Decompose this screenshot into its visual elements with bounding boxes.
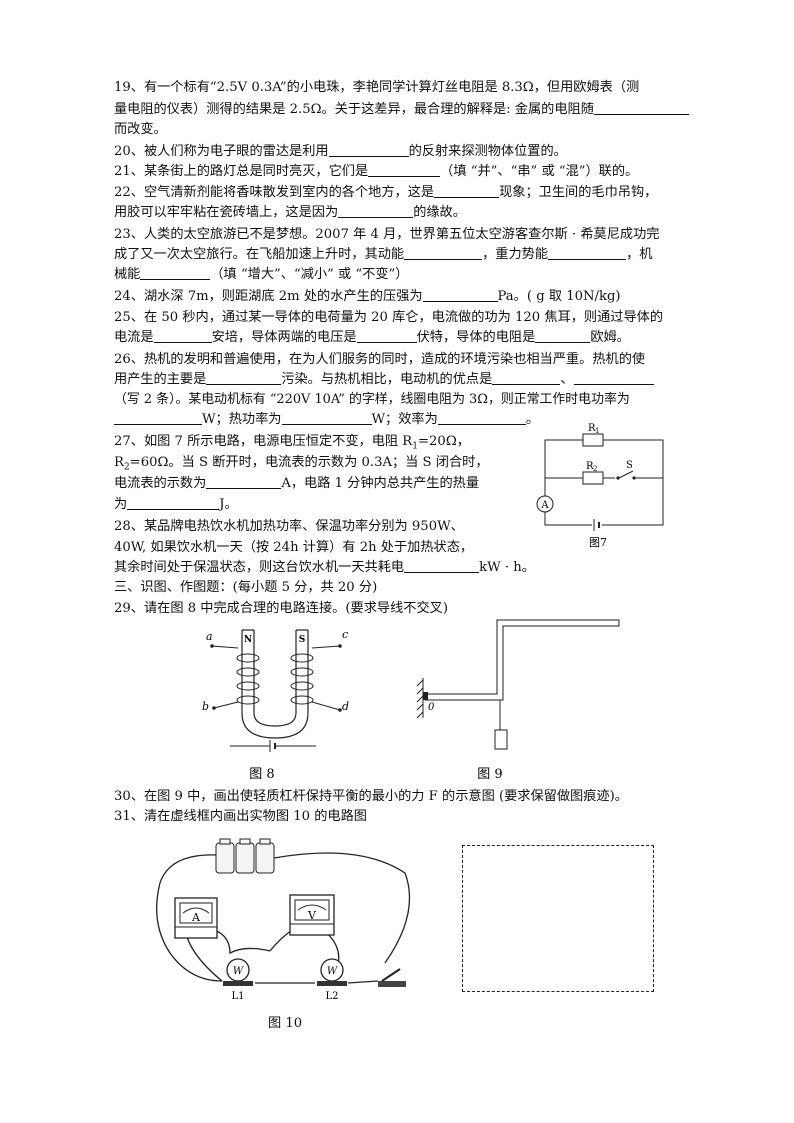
svg-text:S: S [299, 635, 306, 645]
figure-10-caption: 图 10 [268, 1016, 303, 1031]
q25-line1: 25、在 50 秒内，通过某一导体的电荷量为 20 库仑，电流做的功为 120 … [114, 310, 664, 325]
svg-text:a: a [206, 630, 213, 643]
q31: 31、清在虚线框内画出实物图 10 的电路图 [114, 809, 367, 824]
svg-text:V: V [307, 909, 317, 922]
answer-blank[interactable] [492, 370, 561, 385]
svg-text:N: N [244, 635, 252, 645]
resistor-r1-icon [582, 433, 604, 447]
ammeter-icon: A [174, 897, 218, 939]
answer-blank[interactable] [422, 287, 498, 302]
resistor-r2-icon [582, 471, 604, 485]
q19-line1: 19、有一个标有“2.5V 0.3A”的小电珠，李艳同学计算灯丝电阻是 8.3Ω… [114, 80, 640, 95]
answer-blank[interactable] [404, 245, 483, 260]
svg-text:R: R [586, 461, 594, 472]
svg-text:2: 2 [593, 465, 597, 473]
q23-line2: 成了又一次太空旅行。在飞船加速上升时，其动能，重力势能，机 [114, 245, 653, 262]
q29: 29、请在图 8 中完成合理的电路连接。(要求导线不交叉) [114, 601, 448, 616]
svg-text:S: S [626, 460, 633, 471]
q22-line1: 22、空气清新剂能将香味散发到室内的各个地方，这是现象；卫生间的毛巾吊钩， [114, 183, 658, 200]
lamp-l1-icon: W L1 [223, 958, 253, 1002]
answer-blank[interactable] [548, 245, 627, 260]
battery-pack-icon [215, 838, 275, 874]
svg-text:W: W [233, 966, 244, 977]
svg-text:0: 0 [428, 702, 435, 713]
answer-blank[interactable] [127, 495, 220, 510]
q27-line1: 27、如图 7 所示电路，电源电压恒定不变，电阻 R1=20Ω， [114, 434, 470, 452]
answer-blank[interactable] [368, 162, 441, 177]
q19-line3: 而改变。 [114, 122, 167, 137]
ammeter-icon [536, 495, 554, 513]
q20: 20、被人们称为电子眼的雷达是利用的反射来探测物体位置的。 [114, 142, 567, 159]
answer-blank[interactable] [338, 203, 414, 218]
q28-line1: 28、某品牌电热饮水机加热功率、保温功率分别为 950W、 [114, 519, 464, 534]
wires [156, 852, 411, 984]
lever-icon [425, 619, 620, 701]
answer-blank[interactable] [281, 410, 372, 425]
q23-line1: 23、人类的太空旅游已不是梦想。2007 年 4 月，世界第五位太空游客查尔斯 … [114, 227, 660, 242]
figure-9-lever: 0 图 9 [416, 619, 620, 782]
svg-text:L2: L2 [325, 991, 338, 1002]
section-3-heading: 三、识图、作图题：(每小题 5 分，共 20 分) [114, 580, 378, 595]
answer-blank[interactable] [153, 328, 212, 343]
answer-blank[interactable] [573, 370, 654, 385]
answer-blank[interactable] [328, 142, 409, 157]
q25-line2: 电流是安培，导体两端的电压是伏特，导体的电阻是欧姆。 [114, 328, 630, 345]
q21: 21、某条街上的路灯总是同时亮灭，它们是（填 “并”、“串” 或 “混”）联的。 [114, 162, 639, 179]
answer-blank[interactable] [593, 100, 689, 115]
battery-icon [230, 740, 316, 752]
coil-right-icon [290, 645, 341, 711]
q26-line1: 26、热机的发明和普遍使用，在为人们服务的同时，造成的环境污染也相当严重。热机的… [114, 352, 646, 367]
q26-line3: （写 2 条）。某电动机标有 “220V 10A” 的字样，线圈电阻为 3Ω，则… [114, 392, 630, 407]
svg-text:图7: 图7 [589, 536, 607, 549]
answer-blank[interactable] [140, 265, 211, 280]
answer-drawing-box[interactable] [462, 845, 654, 992]
svg-text:L1: L1 [231, 991, 244, 1002]
svg-text:R: R [588, 423, 596, 434]
q27-line2: R2=60Ω。当 S 断开时，电流表的示数为 0.3A；当 S 闭合时， [114, 455, 489, 473]
answer-blank[interactable] [434, 183, 500, 198]
answer-blank[interactable] [114, 410, 202, 425]
svg-text:1: 1 [595, 427, 599, 435]
svg-text:d: d [342, 700, 349, 713]
svg-text:c: c [342, 628, 348, 641]
q28-line2: 40W, 如果饮水机一天（按 24h 计算）有 2h 处于加热状态， [114, 540, 474, 555]
figure-8-electromagnet: N S a b c d 图 8 [202, 628, 349, 782]
pivot-icon [423, 692, 428, 700]
svg-text:b: b [202, 700, 209, 713]
switch-icon[interactable] [378, 968, 406, 987]
answer-blank[interactable] [206, 474, 282, 489]
svg-text:A: A [191, 911, 201, 924]
answer-blank[interactable] [437, 410, 526, 425]
answer-blank[interactable] [404, 558, 480, 573]
figure-10-physical-circuit: A V W L1 W L2 [156, 838, 411, 1002]
q22-line2: 用胶可以牢牢粘在瓷砖墙上，这是因为的缘故。 [114, 203, 466, 220]
q23-line3: 械能（填 “增大”、“减小” 或 “不变”） [114, 265, 409, 282]
q19-line2: 量电阻的仪表）测得的结果是 2.5Ω。关于这差异，最合理的解释是: 金属的电阻随 [114, 100, 689, 120]
svg-text:A: A [540, 500, 549, 511]
q26-line2: 用产生的主要是污染。与热机相比，电动机的优点是、 [114, 370, 654, 390]
svg-text:图 8: 图 8 [249, 767, 274, 782]
voltmeter-icon: V [289, 894, 335, 936]
battery-icon [592, 519, 602, 531]
answer-blank[interactable] [356, 328, 417, 343]
answer-blank[interactable] [535, 328, 591, 343]
switch-s-icon[interactable] [615, 470, 636, 484]
answer-blank[interactable] [206, 370, 282, 385]
q30: 30、在图 9 中，画出使轻质杠杆保持平衡的最小的力 F 的示意图 (要求保留做… [114, 789, 628, 804]
lamp-l2-icon: W L2 [317, 958, 347, 1002]
svg-text:W: W [327, 966, 338, 977]
coil-left-icon [211, 645, 260, 709]
svg-text:图 9: 图 9 [477, 767, 502, 782]
weight-block-icon [494, 729, 508, 750]
